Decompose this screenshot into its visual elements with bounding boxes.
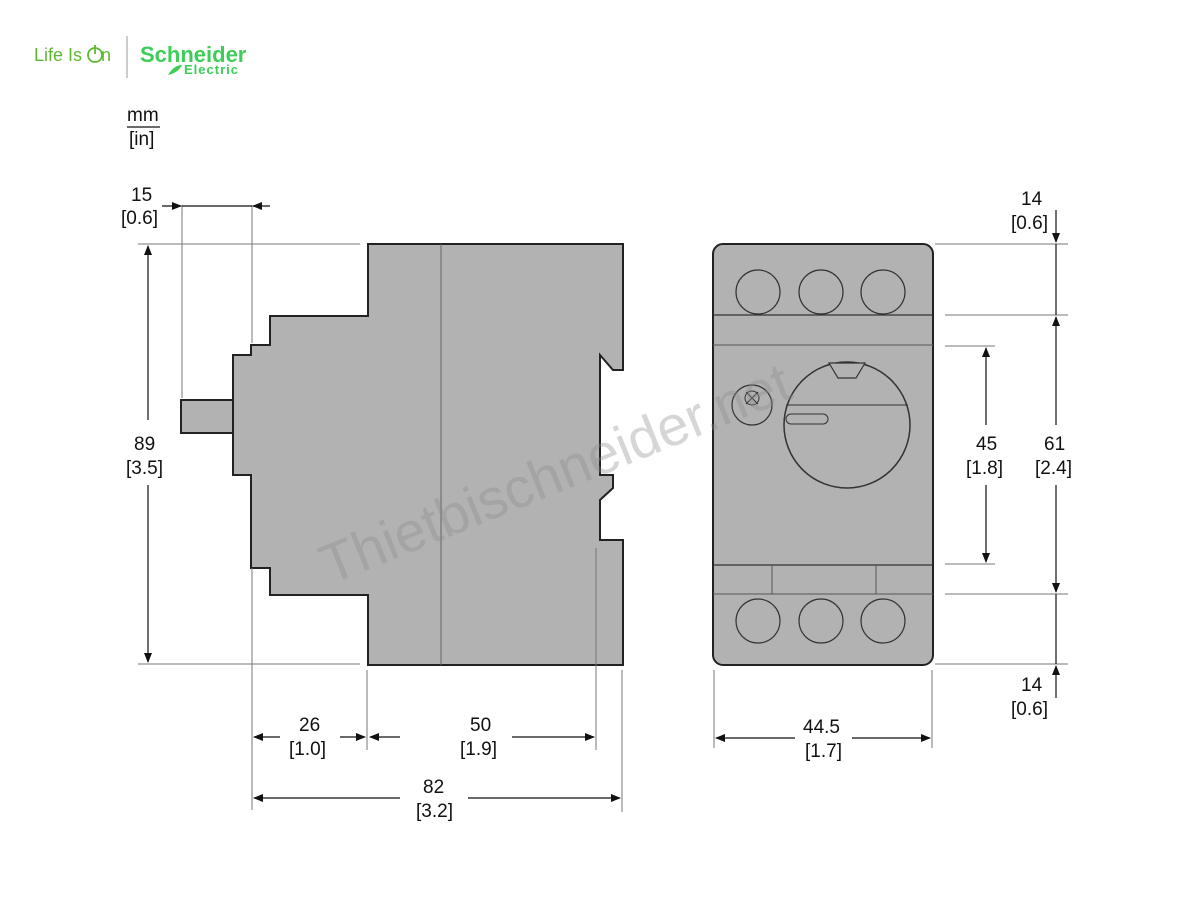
dim-front-bottom-margin: 14 [0.6] (935, 594, 1068, 720)
leaf-logo-icon (168, 65, 182, 75)
svg-text:50: 50 (470, 715, 491, 736)
rotary-knob-icon (783, 361, 911, 489)
power-icon (87, 45, 103, 63)
svg-text:[0.6]: [0.6] (1011, 213, 1048, 234)
unit-mm: mm (127, 105, 159, 126)
svg-text:[1.8]: [1.8] (966, 458, 1003, 479)
dim-side-height: 89 [3.5] (126, 243, 360, 665)
dim-side-depth-b: 50 [1.9] (369, 548, 597, 760)
dim-front-top-margin: 14 [0.6] (935, 189, 1068, 316)
dim-front-knob-zone: 45 [1.8] (945, 345, 1003, 565)
unit-in: [in] (129, 129, 154, 150)
svg-text:89: 89 (134, 434, 155, 455)
brand-name: Schneider (140, 42, 247, 67)
svg-text:14: 14 (1021, 189, 1043, 210)
header-logo: Life Is n Schneider Electric (34, 36, 247, 78)
dim-front-width: 44.5 [1.7] (713, 670, 933, 762)
svg-text:[1.0]: [1.0] (289, 739, 326, 760)
svg-text:44.5: 44.5 (803, 717, 840, 738)
svg-text:[3.2]: [3.2] (416, 801, 453, 822)
svg-text:26: 26 (299, 715, 320, 736)
dim-side-depth-a: 26 [1.0] (251, 568, 368, 810)
dim-side-top-width: 15 [0.6] (121, 185, 270, 398)
svg-text:61: 61 (1044, 434, 1065, 455)
dim-side-total-depth: 82 [3.2] (253, 670, 623, 822)
svg-text:[2.4]: [2.4] (1035, 458, 1072, 479)
front-view (712, 243, 934, 666)
side-view-shaft (180, 399, 234, 434)
svg-text:15: 15 (131, 185, 152, 206)
svg-text:[0.6]: [0.6] (1011, 699, 1048, 720)
side-view-body (232, 243, 624, 666)
svg-text:[0.6]: [0.6] (121, 208, 158, 229)
units-legend: mm [in] (127, 105, 160, 150)
svg-text:[1.9]: [1.9] (460, 739, 497, 760)
terminal-screw-icon (735, 269, 906, 644)
svg-text:[3.5]: [3.5] (126, 458, 163, 479)
side-view (180, 243, 624, 666)
svg-text:82: 82 (423, 777, 444, 798)
svg-text:45: 45 (976, 434, 997, 455)
brand-sub: Electric (184, 62, 239, 77)
svg-text:14: 14 (1021, 675, 1043, 696)
svg-text:[1.7]: [1.7] (805, 741, 842, 762)
dim-front-mid-height: 61 [2.4] (945, 316, 1072, 595)
test-button-icon (731, 384, 773, 426)
tagline: Life Is n (34, 45, 111, 65)
